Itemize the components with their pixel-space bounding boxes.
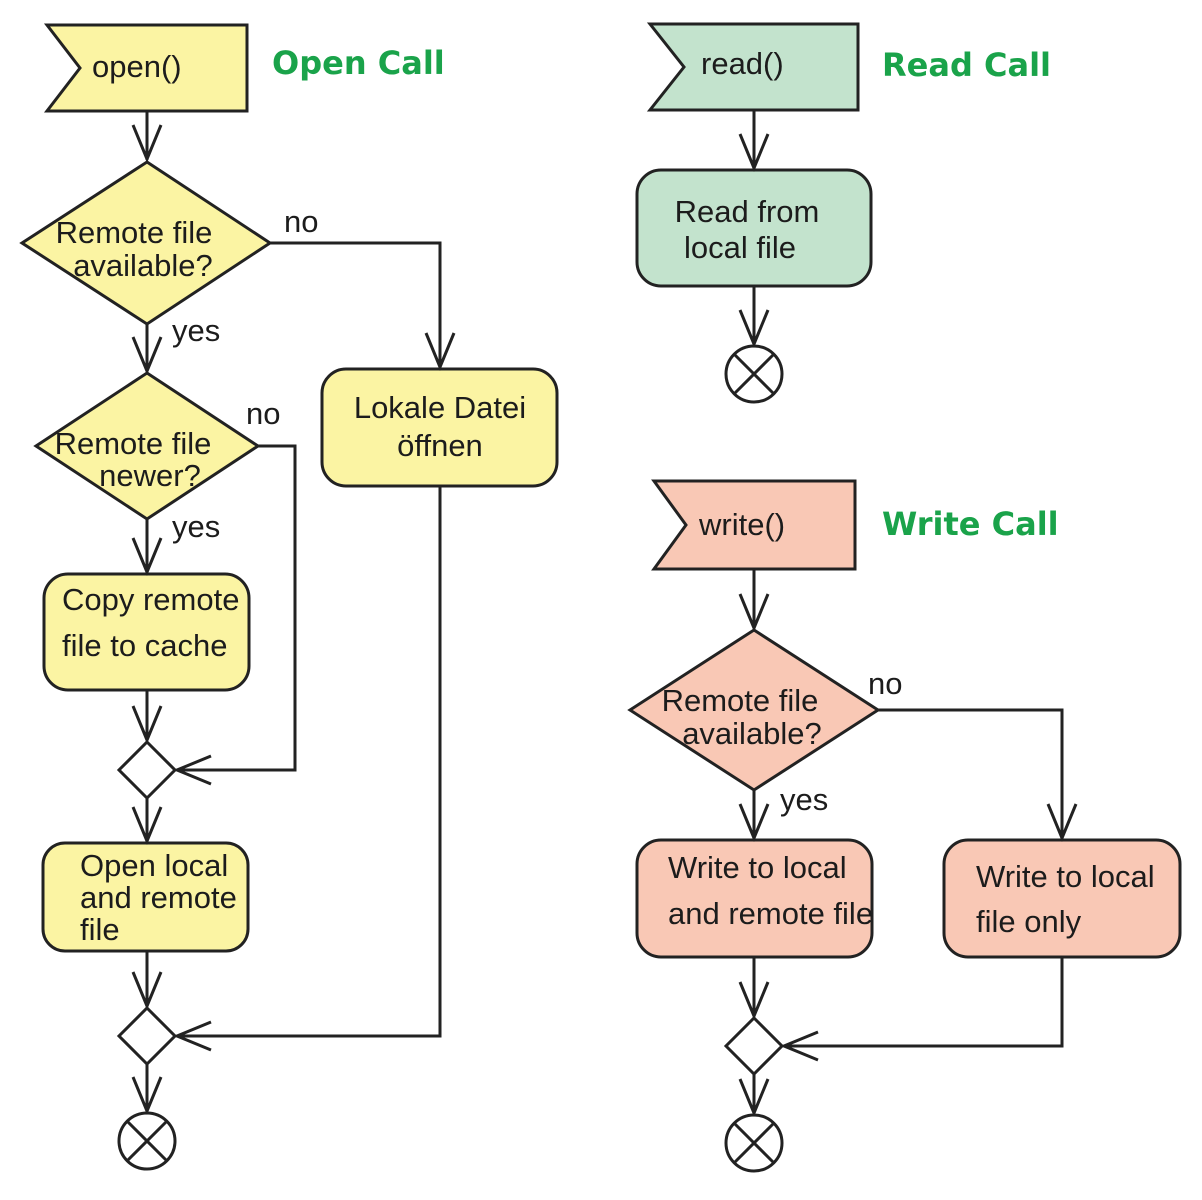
open-call-flow: open() Open Call Remote file available? …	[19, 23, 559, 1171]
open-decision-newer-line1: Remote file	[55, 426, 212, 461]
write-both-line2: and remote file	[668, 896, 873, 931]
open-copy-line2: file to cache	[62, 628, 227, 663]
open-label-yes-1: yes	[172, 313, 220, 348]
write-start-label: write()	[698, 507, 785, 542]
open-copy-line1: Copy remote	[62, 582, 239, 617]
open-label-yes-2: yes	[172, 509, 220, 544]
read-start-label: read()	[701, 46, 784, 81]
open-local-line2: öffnen	[397, 428, 483, 463]
write-end-node	[724, 1113, 784, 1173]
open-both-line1: Open local	[80, 848, 228, 883]
open-merge-node-2	[116, 1005, 178, 1067]
write-call-flow: write() Write Call Remote file available…	[627, 479, 1182, 1173]
read-edges	[738, 110, 770, 348]
open-decision-available-line1: Remote file	[56, 215, 213, 250]
read-end-node	[724, 344, 784, 404]
read-call-title: Read Call	[882, 46, 1051, 84]
open-call-title: Open Call	[272, 44, 445, 82]
open-label-no-2: no	[246, 396, 280, 431]
open-edges	[131, 111, 456, 1115]
open-start-label: open()	[92, 49, 182, 84]
write-local-line1: Write to local	[976, 859, 1155, 894]
open-decision-available-line2: available?	[73, 248, 213, 283]
open-merge-node-1	[116, 739, 178, 801]
open-label-no-1: no	[284, 204, 318, 239]
open-both-line2: and remote	[80, 880, 237, 915]
write-merge-node	[723, 1015, 785, 1077]
write-local-line2: file only	[976, 904, 1082, 939]
open-end-node	[117, 1111, 177, 1171]
write-decision-line2: available?	[682, 716, 822, 751]
write-both-line1: Write to local	[668, 850, 847, 885]
open-decision-newer-line2: newer?	[99, 458, 201, 493]
write-decision-line1: Remote file	[662, 683, 819, 718]
write-local-action	[942, 838, 1182, 959]
write-edges	[738, 569, 1078, 1117]
read-action-line2: local file	[684, 230, 796, 265]
write-call-title: Write Call	[882, 505, 1059, 543]
open-both-line3: file	[80, 912, 120, 947]
write-label-no: no	[868, 666, 902, 701]
open-local-line1: Lokale Datei	[354, 390, 526, 425]
read-action-line1: Read from	[675, 194, 820, 229]
write-label-yes: yes	[780, 782, 828, 817]
read-call-flow: read() Read Call Read from local file	[635, 22, 1051, 404]
